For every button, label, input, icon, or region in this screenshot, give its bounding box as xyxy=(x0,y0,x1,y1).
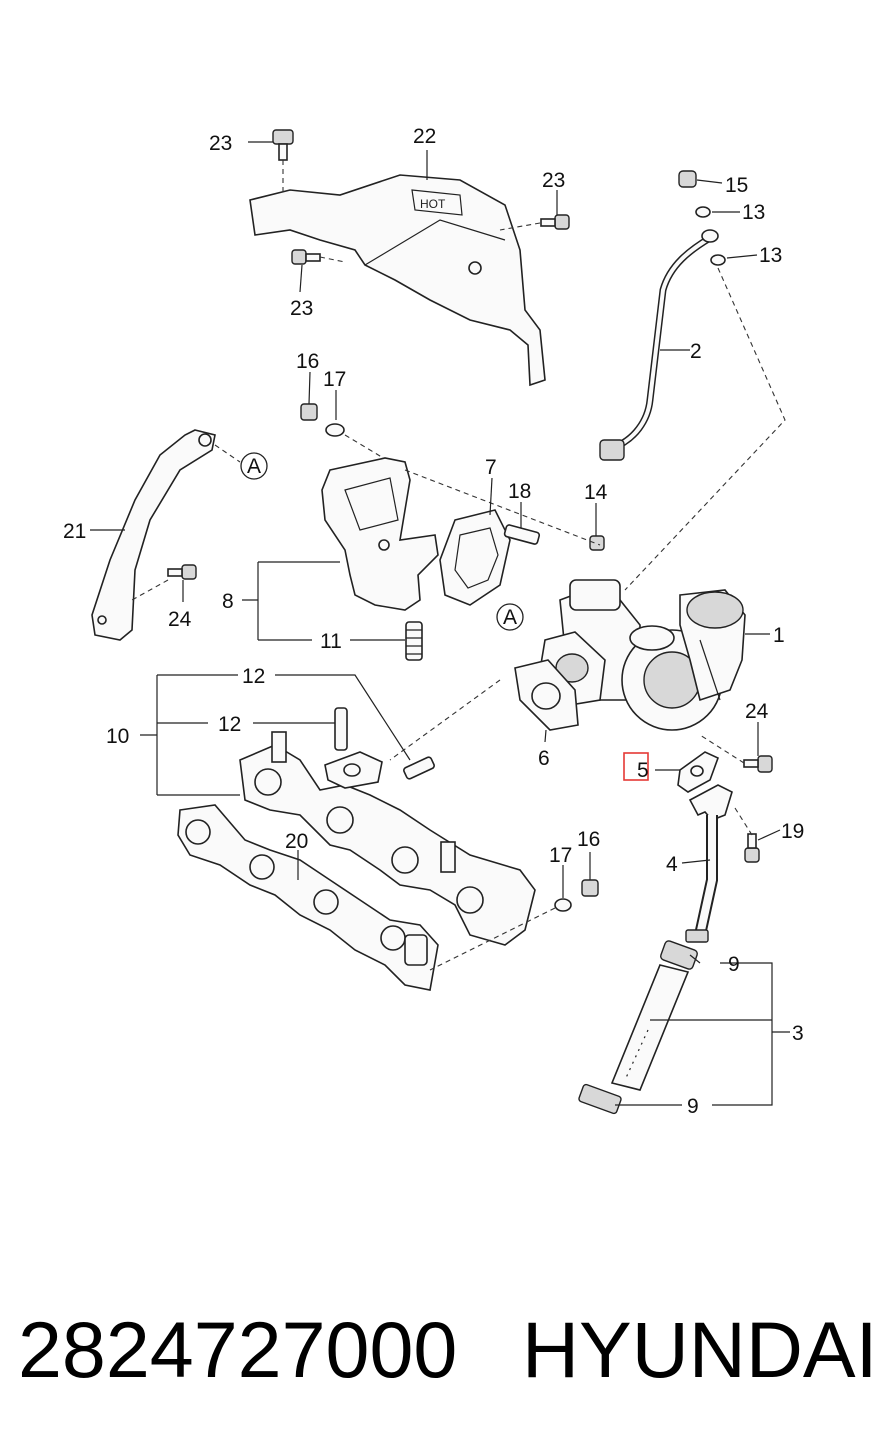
callout-17-lower: 17 xyxy=(549,844,572,867)
oil-feed-pipe-part xyxy=(599,229,719,461)
callout-9-lower: 9 xyxy=(687,1095,699,1118)
bracket-21-part xyxy=(91,429,216,641)
callout-11: 11 xyxy=(320,630,342,653)
hose-3-part xyxy=(610,964,690,1091)
callout-9-upper: 9 xyxy=(728,953,740,976)
heat-shield-part: HOT xyxy=(249,174,546,387)
gasket-7-part xyxy=(439,509,511,606)
callout-21: 21 xyxy=(63,520,86,543)
washer-13-upper xyxy=(695,206,711,218)
bolt-19 xyxy=(744,833,760,863)
stud-11 xyxy=(405,621,423,661)
callout-12-lower: 12 xyxy=(218,713,241,736)
highlight-box-5 xyxy=(623,752,649,781)
washer-17-lower xyxy=(554,898,572,912)
callout-14: 14 xyxy=(584,481,608,504)
callout-7: 7 xyxy=(485,456,497,479)
callout-23-bottom: 23 xyxy=(290,297,313,320)
washer-13-lower xyxy=(710,254,726,266)
callout-12-upper: 12 xyxy=(242,665,265,688)
callout-16-upper: 16 xyxy=(296,350,319,373)
brand-name: HYUNDAI xyxy=(522,1305,878,1394)
turbocharger-1-part xyxy=(559,579,746,731)
nut-16-lower xyxy=(581,879,599,897)
leader-lines xyxy=(90,141,790,1106)
svg-text:HOT: HOT xyxy=(420,197,446,211)
callout-18: 18 xyxy=(508,480,531,503)
nut-16-upper xyxy=(300,403,318,421)
callout-6: 6 xyxy=(538,747,550,770)
stud-12-lower xyxy=(403,756,435,780)
stud-18 xyxy=(503,524,541,545)
gasket-6-part xyxy=(514,659,579,731)
callout-3: 3 xyxy=(792,1022,804,1045)
callout-19: 19 xyxy=(781,820,804,843)
gasket-5-part xyxy=(677,751,720,793)
ref-circle-a-upper xyxy=(240,452,268,480)
callout-24-right: 24 xyxy=(745,700,769,723)
exhaust-manifold-10-part xyxy=(239,731,536,946)
callout-5: 5 xyxy=(637,759,649,782)
ref-circle-a-lower xyxy=(496,603,524,631)
stud-12-upper xyxy=(334,707,348,751)
callout-10: 10 xyxy=(106,725,129,748)
callout-8: 8 xyxy=(222,590,234,613)
callout-17-upper: 17 xyxy=(323,368,346,391)
callout-23-right: 23 xyxy=(542,169,565,192)
washer-17-upper xyxy=(325,423,345,437)
bolt-23-top xyxy=(272,129,294,161)
callout-1: 1 xyxy=(773,624,785,647)
callout-13-upper: 13 xyxy=(742,201,765,224)
callout-4: 4 xyxy=(666,853,678,876)
callout-20: 20 xyxy=(285,830,308,853)
plug-15 xyxy=(678,170,697,188)
callout-ref-a-lower: A xyxy=(503,606,517,629)
nut-14 xyxy=(589,535,605,551)
oil-return-pipe-4-part xyxy=(685,784,733,943)
callout-15: 15 xyxy=(725,174,748,197)
manifold-gasket-20-part xyxy=(177,804,439,991)
callout-ref-a-upper: A xyxy=(247,455,261,478)
bolt-24-right xyxy=(743,755,773,773)
part-number: 2824727000 xyxy=(18,1305,458,1394)
callout-23-top: 23 xyxy=(209,132,232,155)
bolt-24-left xyxy=(167,564,197,580)
clamp-9-upper xyxy=(660,940,698,970)
callout-13-lower: 13 xyxy=(759,244,782,267)
callout-16-lower: 16 xyxy=(577,828,600,851)
callout-2: 2 xyxy=(690,340,702,363)
outlet-elbow-8-part xyxy=(321,457,439,611)
clamp-9-lower xyxy=(578,1083,622,1115)
bolt-23-bottom xyxy=(291,249,321,265)
callout-22: 22 xyxy=(413,125,436,148)
callout-24-left: 24 xyxy=(168,608,192,631)
bolt-23-right xyxy=(540,214,570,230)
